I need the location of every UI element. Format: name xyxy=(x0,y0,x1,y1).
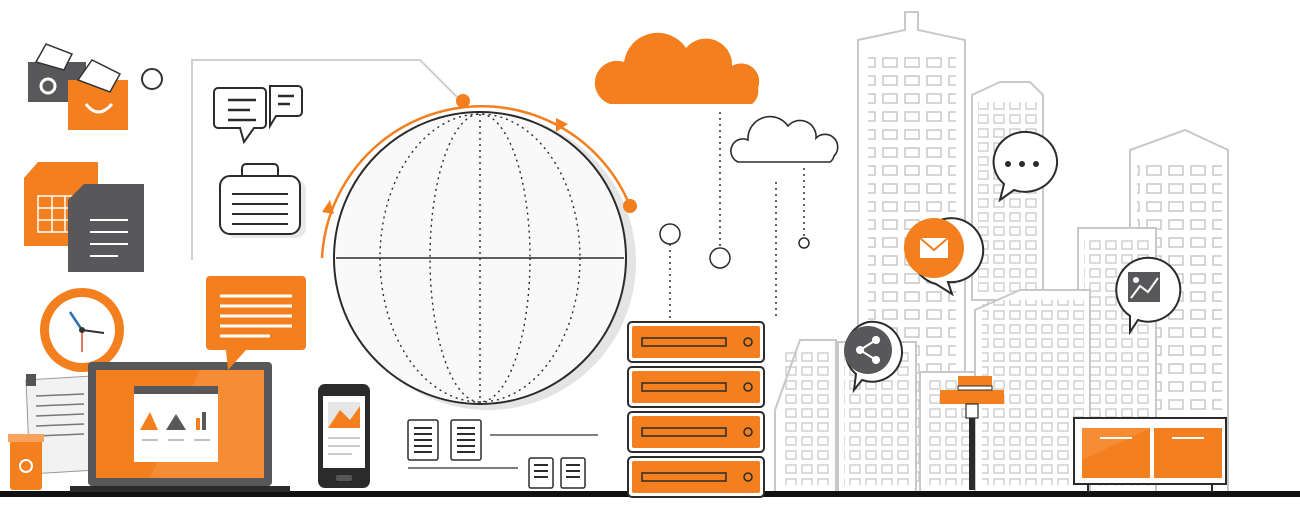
chat-dots-icon xyxy=(992,130,1059,203)
wall-clock-icon xyxy=(40,288,124,372)
file-stacks xyxy=(407,419,598,489)
email-bubble-icon xyxy=(904,217,985,297)
coffee-cup xyxy=(8,434,44,490)
laptop-icon xyxy=(70,362,290,492)
briefcase-icon xyxy=(219,163,306,238)
chat-bubbles-icon xyxy=(213,85,303,145)
connector-node xyxy=(141,68,163,90)
paper-stack xyxy=(25,374,97,475)
smartphone-icon xyxy=(318,384,370,488)
server-unit xyxy=(627,411,765,453)
speech-bubble-icon xyxy=(206,276,306,370)
connector-nodes xyxy=(659,223,810,269)
connector-lines xyxy=(191,59,461,260)
cloud-outline-icon xyxy=(730,115,839,163)
dotted-connectors xyxy=(669,112,805,320)
street-lamp-icon xyxy=(940,376,1004,490)
image-chart-icon xyxy=(1115,256,1182,336)
cloud-icon xyxy=(594,32,760,104)
server-unit xyxy=(627,321,765,363)
server-unit xyxy=(627,456,765,498)
globe-icon xyxy=(320,94,637,410)
share-icon xyxy=(844,320,903,394)
text-document-icon xyxy=(68,184,144,272)
mail-envelope-icon xyxy=(28,43,128,130)
server-unit xyxy=(627,366,765,408)
storage-cabinet-icon xyxy=(1073,417,1227,492)
server-rack-icon xyxy=(627,321,765,498)
